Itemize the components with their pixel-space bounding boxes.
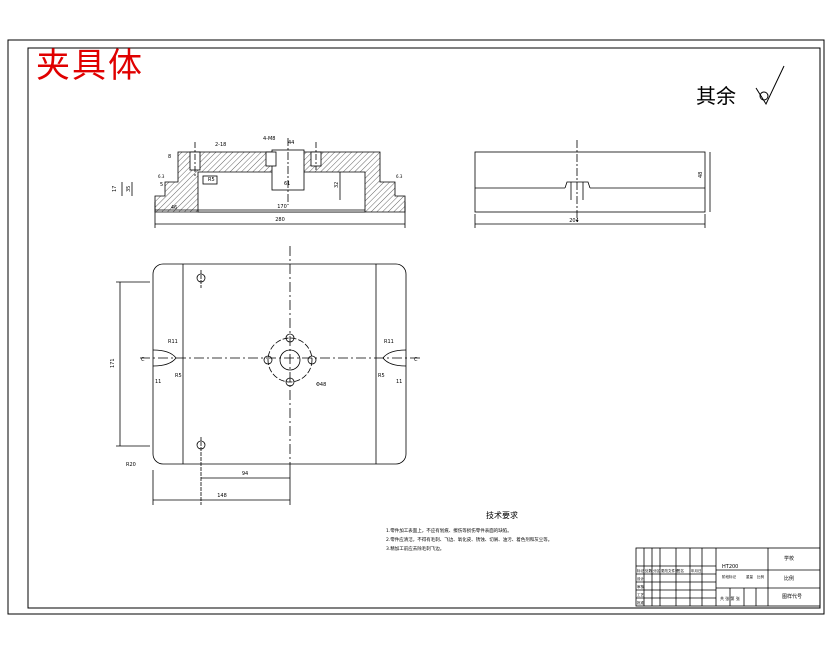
tb-row-design: 设计 — [637, 576, 645, 581]
centre-bore — [279, 349, 301, 371]
tech-requirement-line: 2.零件应清洁，不得有毛刺、飞边、氧化皮、锈蚀、切屑、油污、着色剂和灰尘等。 — [386, 538, 553, 543]
front-dim-46: 46 — [171, 205, 177, 211]
front-view — [121, 138, 406, 228]
front-label-5: 5 — [160, 182, 163, 188]
plan-right-c: C — [414, 357, 418, 363]
tb-header-count: 处数 — [645, 568, 653, 573]
tb-header-date: 年月日 — [691, 568, 702, 573]
tech-requirements-title: 技术要求 — [486, 511, 518, 520]
roughness-symbol — [755, 65, 785, 106]
tb-school: 学校 — [784, 555, 794, 562]
tb-scale: 比例 — [784, 575, 794, 582]
inner-border — [27, 47, 821, 609]
plan-right-r5: R5 — [378, 373, 385, 379]
bolt-circle — [267, 337, 313, 383]
roughness-label: 其余 — [696, 84, 736, 108]
front-label-61: 61 — [284, 181, 290, 187]
front-label-8: 8 — [168, 154, 171, 160]
tb-stage: 阶段标记 — [722, 574, 736, 579]
front-dim-overall: 280 — [275, 217, 285, 223]
outer-border — [7, 39, 825, 615]
page-title: 夹具体 — [36, 46, 144, 86]
front-label-6-3-right: 6.3 — [396, 174, 403, 179]
front-label-2-18: 2-18 — [215, 142, 226, 148]
plan-dim-148: 148 — [217, 493, 227, 499]
front-label-6-3-left: 6.3 — [158, 174, 165, 179]
title-block — [635, 547, 821, 607]
side-dim-height: 48 — [698, 172, 704, 178]
tb-weight: 重量 — [746, 574, 754, 579]
plan-left-11: 11 — [155, 379, 161, 385]
side-dim-width: 204 — [569, 218, 579, 224]
plan-bolt-circle: Φ48 — [316, 382, 326, 388]
tb-sheet: 共 张 第 张 — [720, 595, 740, 601]
plan-view — [116, 246, 420, 505]
front-label-32: 32 — [334, 182, 340, 188]
front-dim-170: 170 — [277, 204, 287, 210]
tb-row-process: 工艺 — [637, 592, 645, 597]
front-label-44: 44 — [288, 140, 294, 146]
plan-right-11: 11 — [396, 379, 402, 385]
plan-corner-radius: R20 — [126, 462, 136, 468]
plan-left-r11: R11 — [168, 339, 178, 345]
front-label-4-m8: 4-M8 — [263, 136, 275, 142]
plan-dim-94: 94 — [242, 471, 248, 477]
tb-header-mark: 标记 — [637, 568, 645, 573]
plan-dim-171: 171 — [110, 358, 116, 368]
tech-requirement-line: 1.零件加工表面上，不应有划痕、擦伤等损伤零件表面的缺陷。 — [386, 529, 512, 534]
tech-requirement-line: 3.精加工前应去除毛刺飞边。 — [386, 547, 445, 552]
plan-left-r5: R5 — [175, 373, 182, 379]
tb-header-zone: 分区 — [653, 568, 661, 573]
tb-row-approve: 批准 — [637, 600, 645, 605]
tb-row-review: 审核 — [637, 584, 645, 589]
tb-header-change: 更改文件号 — [661, 568, 679, 573]
tb-drawing-no: 图样代号 — [782, 593, 802, 600]
tb-header-sign: 签名 — [677, 568, 684, 573]
side-view — [474, 140, 711, 228]
front-label-17: 17 — [112, 186, 118, 192]
plan-right-r11: R11 — [384, 339, 394, 345]
front-label-r5: R5 — [208, 177, 215, 183]
front-label-35: 35 — [126, 186, 132, 192]
plan-left-c: C — [141, 357, 145, 363]
tb-material: HT200 — [722, 564, 738, 570]
tb-ratio: 比例 — [757, 574, 765, 579]
